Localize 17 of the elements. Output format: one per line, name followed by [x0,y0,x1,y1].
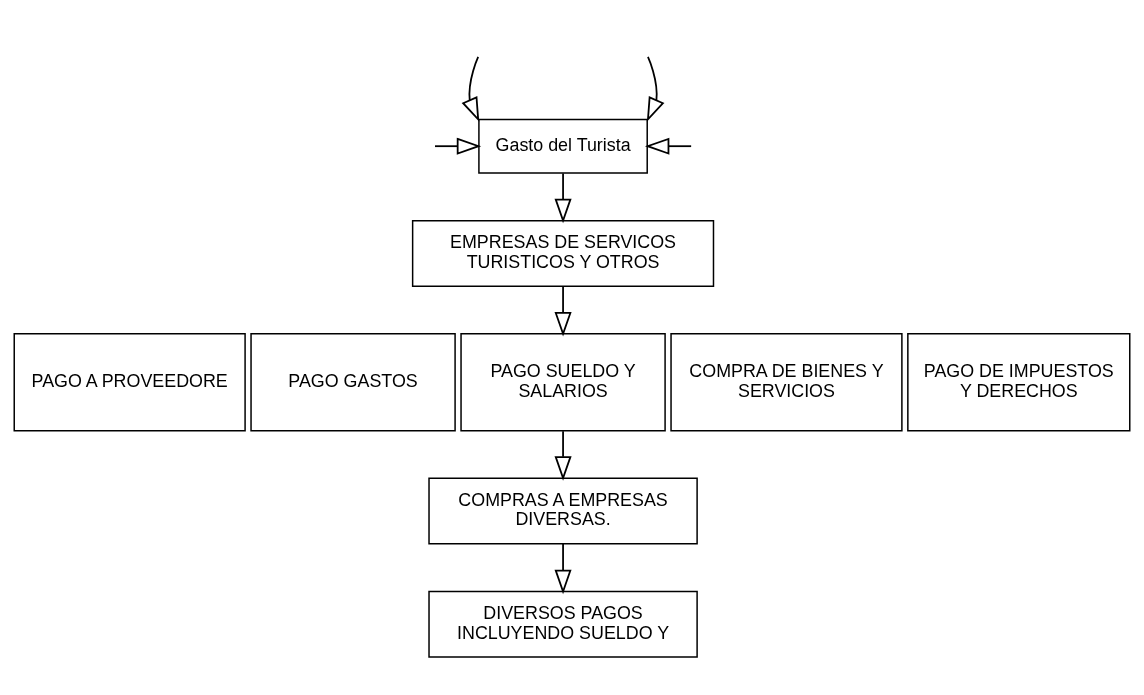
arrow [554,429,572,481]
node-box: PAGO SUELDO Y SALARIOS [460,332,666,431]
arrow [644,137,693,155]
node-box: DIVERSOS PAGOS INCLUYENDO SUELDO Y [428,590,698,658]
node-box: PAGO A PROVEEDORE [13,332,246,431]
node-box: Gasto del Turista [478,118,648,174]
node-box: PAGO DE IMPUESTOS Y DERECHOS [907,332,1131,431]
arrow [646,55,665,122]
node-box: EMPRESAS DE SERVICOS TURISTICOS Y OTROS [411,219,715,287]
node-box: COMPRAS A EMPRESAS DIVERSAS. [428,477,698,545]
node-box: COMPRA DE BIENES Y SERVICIOS [670,332,903,431]
node-box: PAGO GASTOS [250,332,456,431]
arrow [554,542,572,594]
arrow [434,137,482,155]
arrow [461,55,480,122]
arrow [554,285,572,336]
arrow [554,172,572,223]
